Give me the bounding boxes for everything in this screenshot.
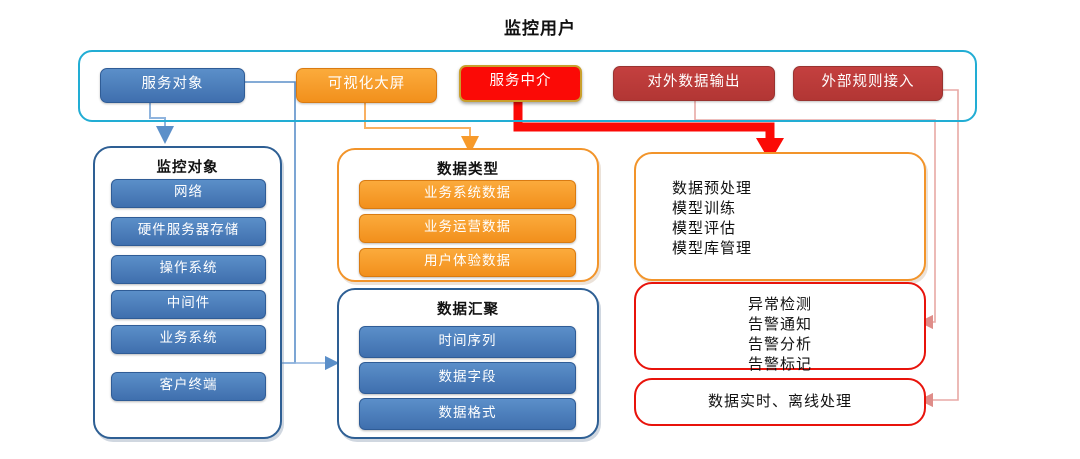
item-monitor-os[interactable]: 操作系统 xyxy=(111,255,266,284)
chip-service-broker[interactable]: 服务中介 xyxy=(459,65,582,102)
panel-processing-text: 数据实时、离线处理 xyxy=(707,392,852,410)
chip-external-rules-access[interactable]: 外部规则接入 xyxy=(793,66,943,101)
item-user-experience-data[interactable]: 用户体验数据 xyxy=(359,248,576,277)
chip-visual-screen[interactable]: 可视化大屏 xyxy=(296,68,437,103)
panel-monitor-objects-title: 监控对象 xyxy=(156,160,219,176)
chip-external-data-output[interactable]: 对外数据输出 xyxy=(613,66,775,101)
item-data-field[interactable]: 数据字段 xyxy=(359,362,576,394)
top-row-container xyxy=(78,50,977,122)
item-business-system-data[interactable]: 业务系统数据 xyxy=(359,180,576,209)
item-monitor-middleware[interactable]: 中间件 xyxy=(111,290,266,319)
item-monitor-business-system[interactable]: 业务系统 xyxy=(111,325,266,354)
panel-model-pipeline: 数据预处理 模型训练 模型评估 模型库管理 xyxy=(634,152,926,281)
panel-alerting: 异常检测 告警通知 告警分析 告警标记 xyxy=(634,282,926,373)
panel-data-types: 数据类型 业务系统数据 业务运营数据 用户体验数据 xyxy=(337,148,599,282)
item-monitor-network[interactable]: 网络 xyxy=(111,179,266,208)
item-business-operation-data[interactable]: 业务运营数据 xyxy=(359,214,576,243)
item-monitor-hardware-storage[interactable]: 硬件服务器存储 xyxy=(111,217,266,246)
panel-data-aggregation-title: 数据汇聚 xyxy=(437,302,499,318)
panel-data-types-title: 数据类型 xyxy=(437,162,499,178)
page-title: 监控用户 xyxy=(504,19,576,39)
item-time-series[interactable]: 时间序列 xyxy=(359,326,576,358)
wire-external-rules-to-processing xyxy=(918,89,959,408)
chip-service-object[interactable]: 服务对象 xyxy=(100,68,245,103)
panel-alerting-text: 异常检测 告警通知 告警分析 告警标记 xyxy=(747,295,812,373)
item-data-format[interactable]: 数据格式 xyxy=(359,398,576,430)
panel-monitor-objects: 监控对象 网络 硬件服务器存储 操作系统 中间件 业务系统 客户终端 xyxy=(93,146,282,439)
panel-processing: 数据实时、离线处理 xyxy=(634,378,926,426)
item-monitor-client-terminal[interactable]: 客户终端 xyxy=(111,372,266,401)
panel-data-aggregation: 数据汇聚 时间序列 数据字段 数据格式 xyxy=(337,288,599,439)
panel-model-pipeline-text: 数据预处理 模型训练 模型评估 模型库管理 xyxy=(672,179,753,257)
